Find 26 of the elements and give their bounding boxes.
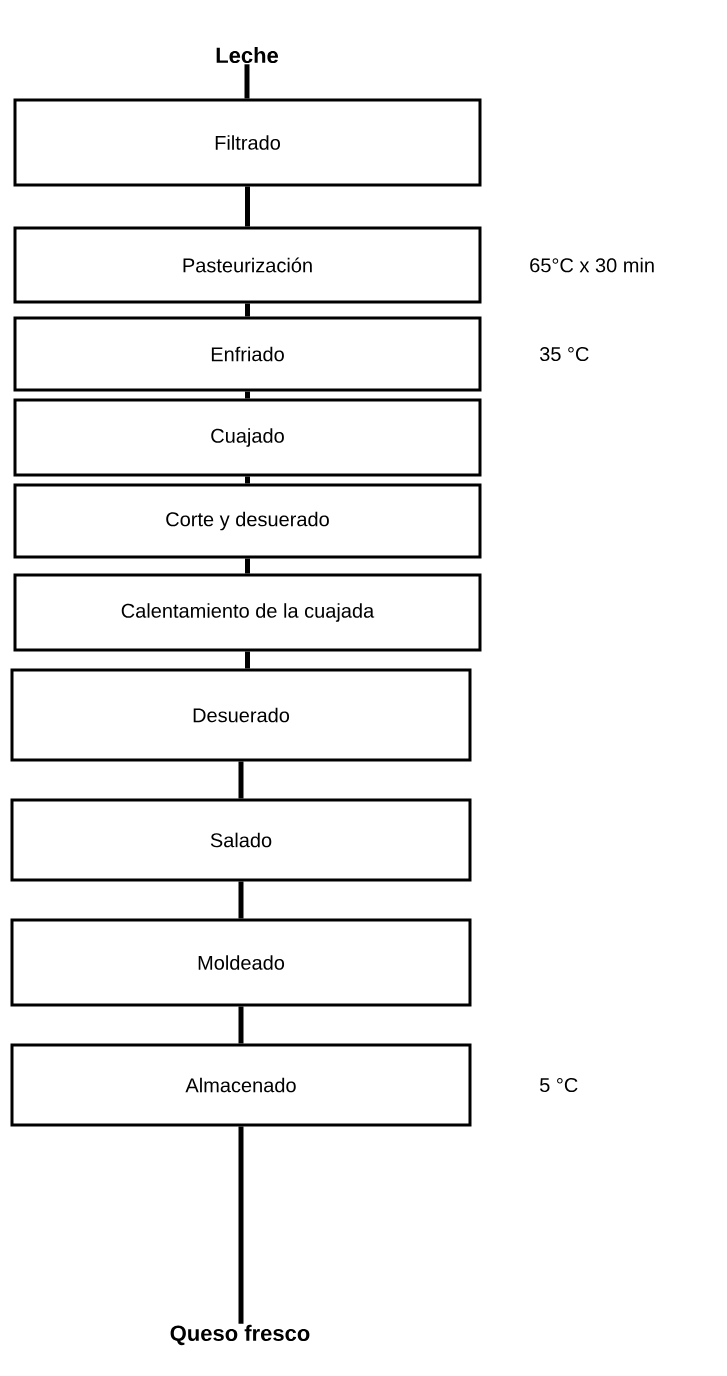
process-box: Enfriado bbox=[13, 316, 482, 392]
process-box: Desuerado bbox=[10, 668, 472, 762]
process-box: Calentamiento de la cuajada bbox=[13, 573, 482, 652]
side-note: 35 °C bbox=[539, 346, 589, 362]
process-box: Pasteurización bbox=[13, 226, 482, 304]
process-box: Corte y desuerado bbox=[13, 483, 482, 559]
process-box: Filtrado bbox=[13, 98, 482, 187]
connector-line bbox=[245, 391, 250, 399]
connector-line bbox=[245, 303, 250, 317]
connector-line bbox=[244, 64, 250, 99]
process-box: Salado bbox=[10, 798, 472, 882]
connector-line bbox=[245, 651, 250, 669]
side-note: 5 °C bbox=[540, 1077, 578, 1093]
connector-line bbox=[245, 476, 250, 484]
terminal-label: Queso fresco bbox=[170, 1324, 310, 1346]
connector-line bbox=[245, 186, 250, 227]
terminal-label: Leche bbox=[216, 46, 279, 64]
process-box: Almacenado bbox=[10, 1043, 472, 1127]
process-box: Moldeado bbox=[10, 918, 472, 1007]
connector-line bbox=[238, 1006, 244, 1044]
connector-line bbox=[238, 881, 244, 919]
connector-line bbox=[245, 558, 250, 574]
connector-line bbox=[238, 761, 244, 799]
connector-line bbox=[238, 1126, 244, 1324]
process-box: Cuajado bbox=[13, 398, 482, 477]
side-note: 65°C x 30 min bbox=[530, 257, 654, 273]
